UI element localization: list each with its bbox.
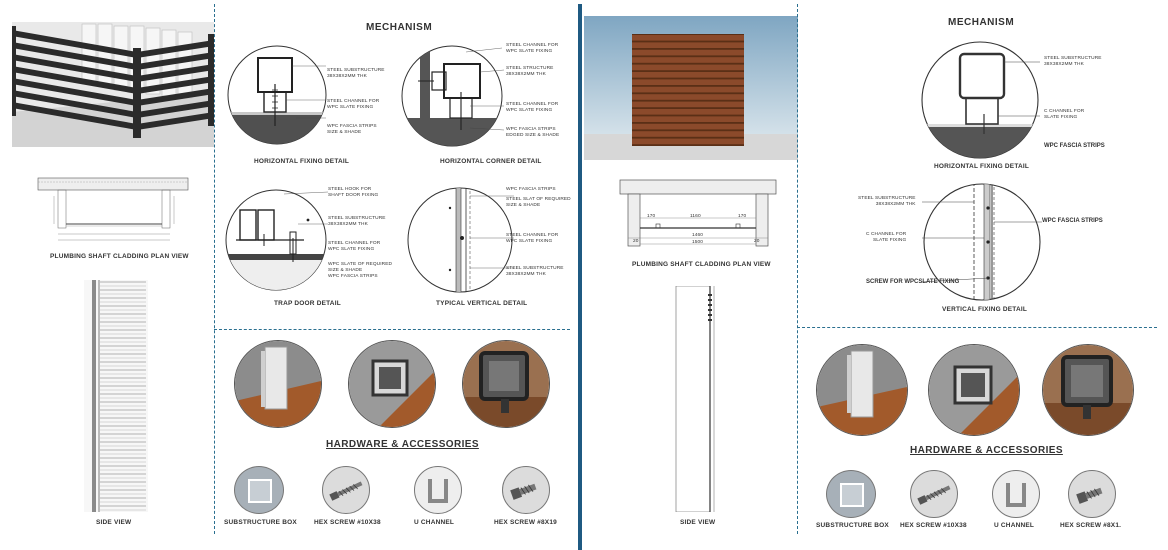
plan-dim-0: 170 xyxy=(647,214,656,219)
left-plan-caption: PLUMBING SHAFT CLADDING PLAN VIEW xyxy=(50,253,189,260)
plan-dim-2: 170 xyxy=(738,214,747,219)
left-photo-2 xyxy=(348,340,436,428)
plan-dim-4: 1460 xyxy=(692,233,704,238)
right-hardware-title: HARDWARE & ACCESSORIES xyxy=(910,445,1063,456)
horizontal-corner-caption: HORIZONTAL CORNER DETAIL xyxy=(440,158,542,165)
rvf-callout-right: WPC FASCIA STRIPS xyxy=(1042,218,1103,224)
rvf-callout-left: SCREW FOR WPCSLATE FIXING xyxy=(866,279,960,285)
right-vertical-fixing-caption: VERTICAL FIXING DETAIL xyxy=(942,306,1028,313)
left-hardware-title: HARDWARE & ACCESSORIES xyxy=(326,439,479,450)
right-photo-3 xyxy=(1042,344,1134,436)
right-dashed-rule-vertical xyxy=(797,4,798,534)
left-mechanism-title: MECHANISM xyxy=(366,22,433,33)
wood-cladding-render-image xyxy=(584,16,798,160)
right-hw-label-0: SUBSTRUCTURE BOX xyxy=(816,522,889,529)
typical-vertical-detail-drawing xyxy=(406,186,514,294)
right-plan-caption: PLUMBING SHAFT CLADDING PLAN VIEW xyxy=(632,261,771,268)
right-hw-label-2: U CHANNEL xyxy=(994,522,1035,529)
right-photo-1 xyxy=(816,344,908,436)
horizontal-corner-detail-drawing xyxy=(400,44,504,148)
panel-divider xyxy=(578,4,582,550)
left-hex-screw-10x38-icon xyxy=(322,466,370,514)
right-mechanism-title: MECHANISM xyxy=(948,17,1015,28)
horizontal-fixing-detail-drawing xyxy=(226,44,328,146)
right-plan-view-drawing xyxy=(618,178,778,260)
left-photo-1 xyxy=(234,340,322,428)
left-substructure-box-icon xyxy=(234,466,284,514)
trap-door-caption: TRAP DOOR DETAIL xyxy=(274,300,341,307)
tvd-note-1: WPC FASCIA STRIPS xyxy=(506,187,556,192)
right-u-channel-icon xyxy=(992,470,1040,518)
plan-dim-1: 1160 xyxy=(690,214,701,219)
right-horizontal-fixing-caption: HORIZONTAL FIXING DETAIL xyxy=(934,163,1030,170)
right-hex-screw-10x38-icon xyxy=(910,470,958,518)
right-photo-2 xyxy=(928,344,1020,436)
left-hw-label-0: SUBSTRUCTURE BOX xyxy=(224,519,297,526)
left-hw-label-2: U CHANNEL xyxy=(414,519,455,526)
plan-dim-6: 20 xyxy=(754,239,760,244)
plan-view-drawing xyxy=(36,176,190,248)
right-side-view-drawing xyxy=(674,286,722,512)
right-side-caption: SIDE VIEW xyxy=(680,519,716,526)
typical-vertical-caption: TYPICAL VERTICAL DETAIL xyxy=(436,300,528,307)
shaft-render-image xyxy=(12,22,214,147)
right-dashed-rule-horizontal xyxy=(797,327,1157,328)
right-horizontal-fixing-drawing xyxy=(920,40,1040,160)
left-dashed-rule-vertical xyxy=(214,4,215,534)
trap-door-detail-drawing xyxy=(224,188,328,292)
right-hex-screw-8x1-icon xyxy=(1068,470,1116,518)
rhf-callout: WPC FASCIA STRIPS xyxy=(1044,143,1105,149)
horizontal-fixing-caption: HORIZONTAL FIXING DETAIL xyxy=(254,158,350,165)
left-hw-label-1: HEX SCREW #10X38 xyxy=(314,519,381,526)
left-dashed-rule-horizontal xyxy=(214,329,570,330)
left-photo-3 xyxy=(462,340,550,428)
right-substructure-box-icon xyxy=(826,470,876,518)
right-hw-label-1: HEX SCREW #10X38 xyxy=(900,522,967,529)
right-hw-label-3: HEX SCREW #8X1. xyxy=(1060,522,1122,529)
left-side-caption: SIDE VIEW xyxy=(96,519,132,526)
plan-dim-5: 1500 xyxy=(692,240,704,245)
right-vertical-fixing-drawing xyxy=(922,182,1042,302)
side-view-drawing xyxy=(84,280,148,512)
left-u-channel-icon xyxy=(414,466,462,514)
left-hex-screw-8x19-icon xyxy=(502,466,550,514)
left-hw-label-3: HEX SCREW #8X19 xyxy=(494,519,557,526)
plan-dim-3: 20 xyxy=(633,239,639,244)
